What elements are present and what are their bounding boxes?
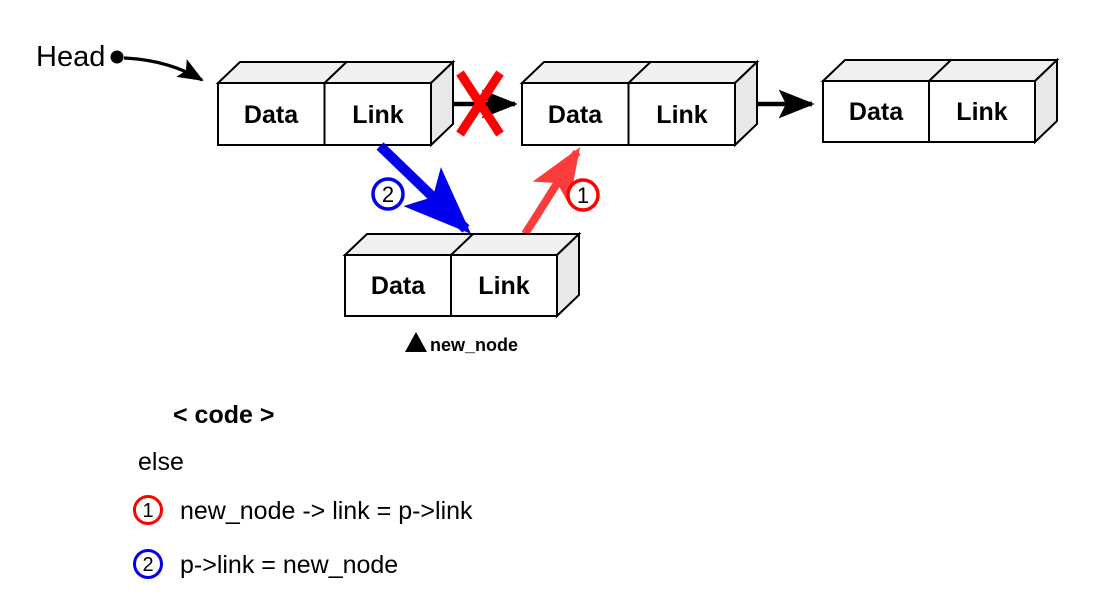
up-triangle-icon [405, 332, 427, 352]
node-2-link-label: Link [656, 101, 707, 129]
code-section-header: < code > [173, 401, 274, 429]
code-line-1-text: new_node -> link = p->link [180, 497, 473, 525]
broken-link-group [452, 70, 518, 137]
new-node-marker-label: new_node [430, 335, 518, 355]
node-2-cell-divider-top [627, 61, 652, 84]
step-1-badge-diagram: 1 [566, 178, 600, 212]
node1-to-newnode-arrow [376, 142, 472, 234]
code-line-1-badge-number: 1 [142, 500, 153, 522]
node-3: Data Link [820, 57, 1060, 145]
node-1-cell-divider-top [323, 61, 348, 84]
new-node-data-label: Data [371, 272, 426, 300]
node-3-cell-divider-top [928, 59, 952, 82]
new-node-cell-divider-top [450, 233, 474, 256]
step-2-blue-arrow-group: 2 [371, 142, 472, 234]
code-line-2: 2 p->link = new_node [133, 549, 398, 579]
new-node: Data Link [342, 231, 582, 319]
code-line-1: 1 new_node -> link = p->link [133, 495, 473, 525]
node-3-data-label: Data [849, 98, 904, 126]
code-section: < code > else 1 new_node -> link = p->li… [133, 401, 473, 579]
step-2-badge-diagram: 2 [371, 177, 405, 211]
node-2-data-label: Data [548, 101, 603, 129]
step-1-red-arrow-group: 1 [521, 147, 600, 237]
red-x-icon [456, 70, 504, 137]
node-3-link-label: Link [956, 98, 1007, 126]
head-pointer-group: Head [36, 41, 204, 82]
node-2: Data Link [519, 59, 760, 148]
node-1-link-label: Link [352, 101, 403, 129]
code-line-2-text: p->link = new_node [180, 551, 398, 579]
step-2-badge-number: 2 [382, 182, 394, 207]
code-line-1-badge [133, 495, 163, 525]
new-node-link-label: Link [478, 272, 529, 300]
node-1: Data Link [215, 59, 456, 148]
head-to-node1-arrow [123, 56, 204, 82]
code-line-2-badge [133, 549, 163, 579]
head-label: Head [36, 41, 105, 73]
code-else-line: else [138, 448, 184, 476]
step-1-badge-number: 1 [577, 183, 589, 208]
node-1-data-label: Data [244, 101, 299, 129]
head-dot-icon [110, 50, 124, 64]
code-line-2-badge-number: 2 [142, 554, 153, 576]
new-node-marker: new_node [405, 332, 518, 355]
newnode-to-node2-arrow [521, 147, 581, 237]
